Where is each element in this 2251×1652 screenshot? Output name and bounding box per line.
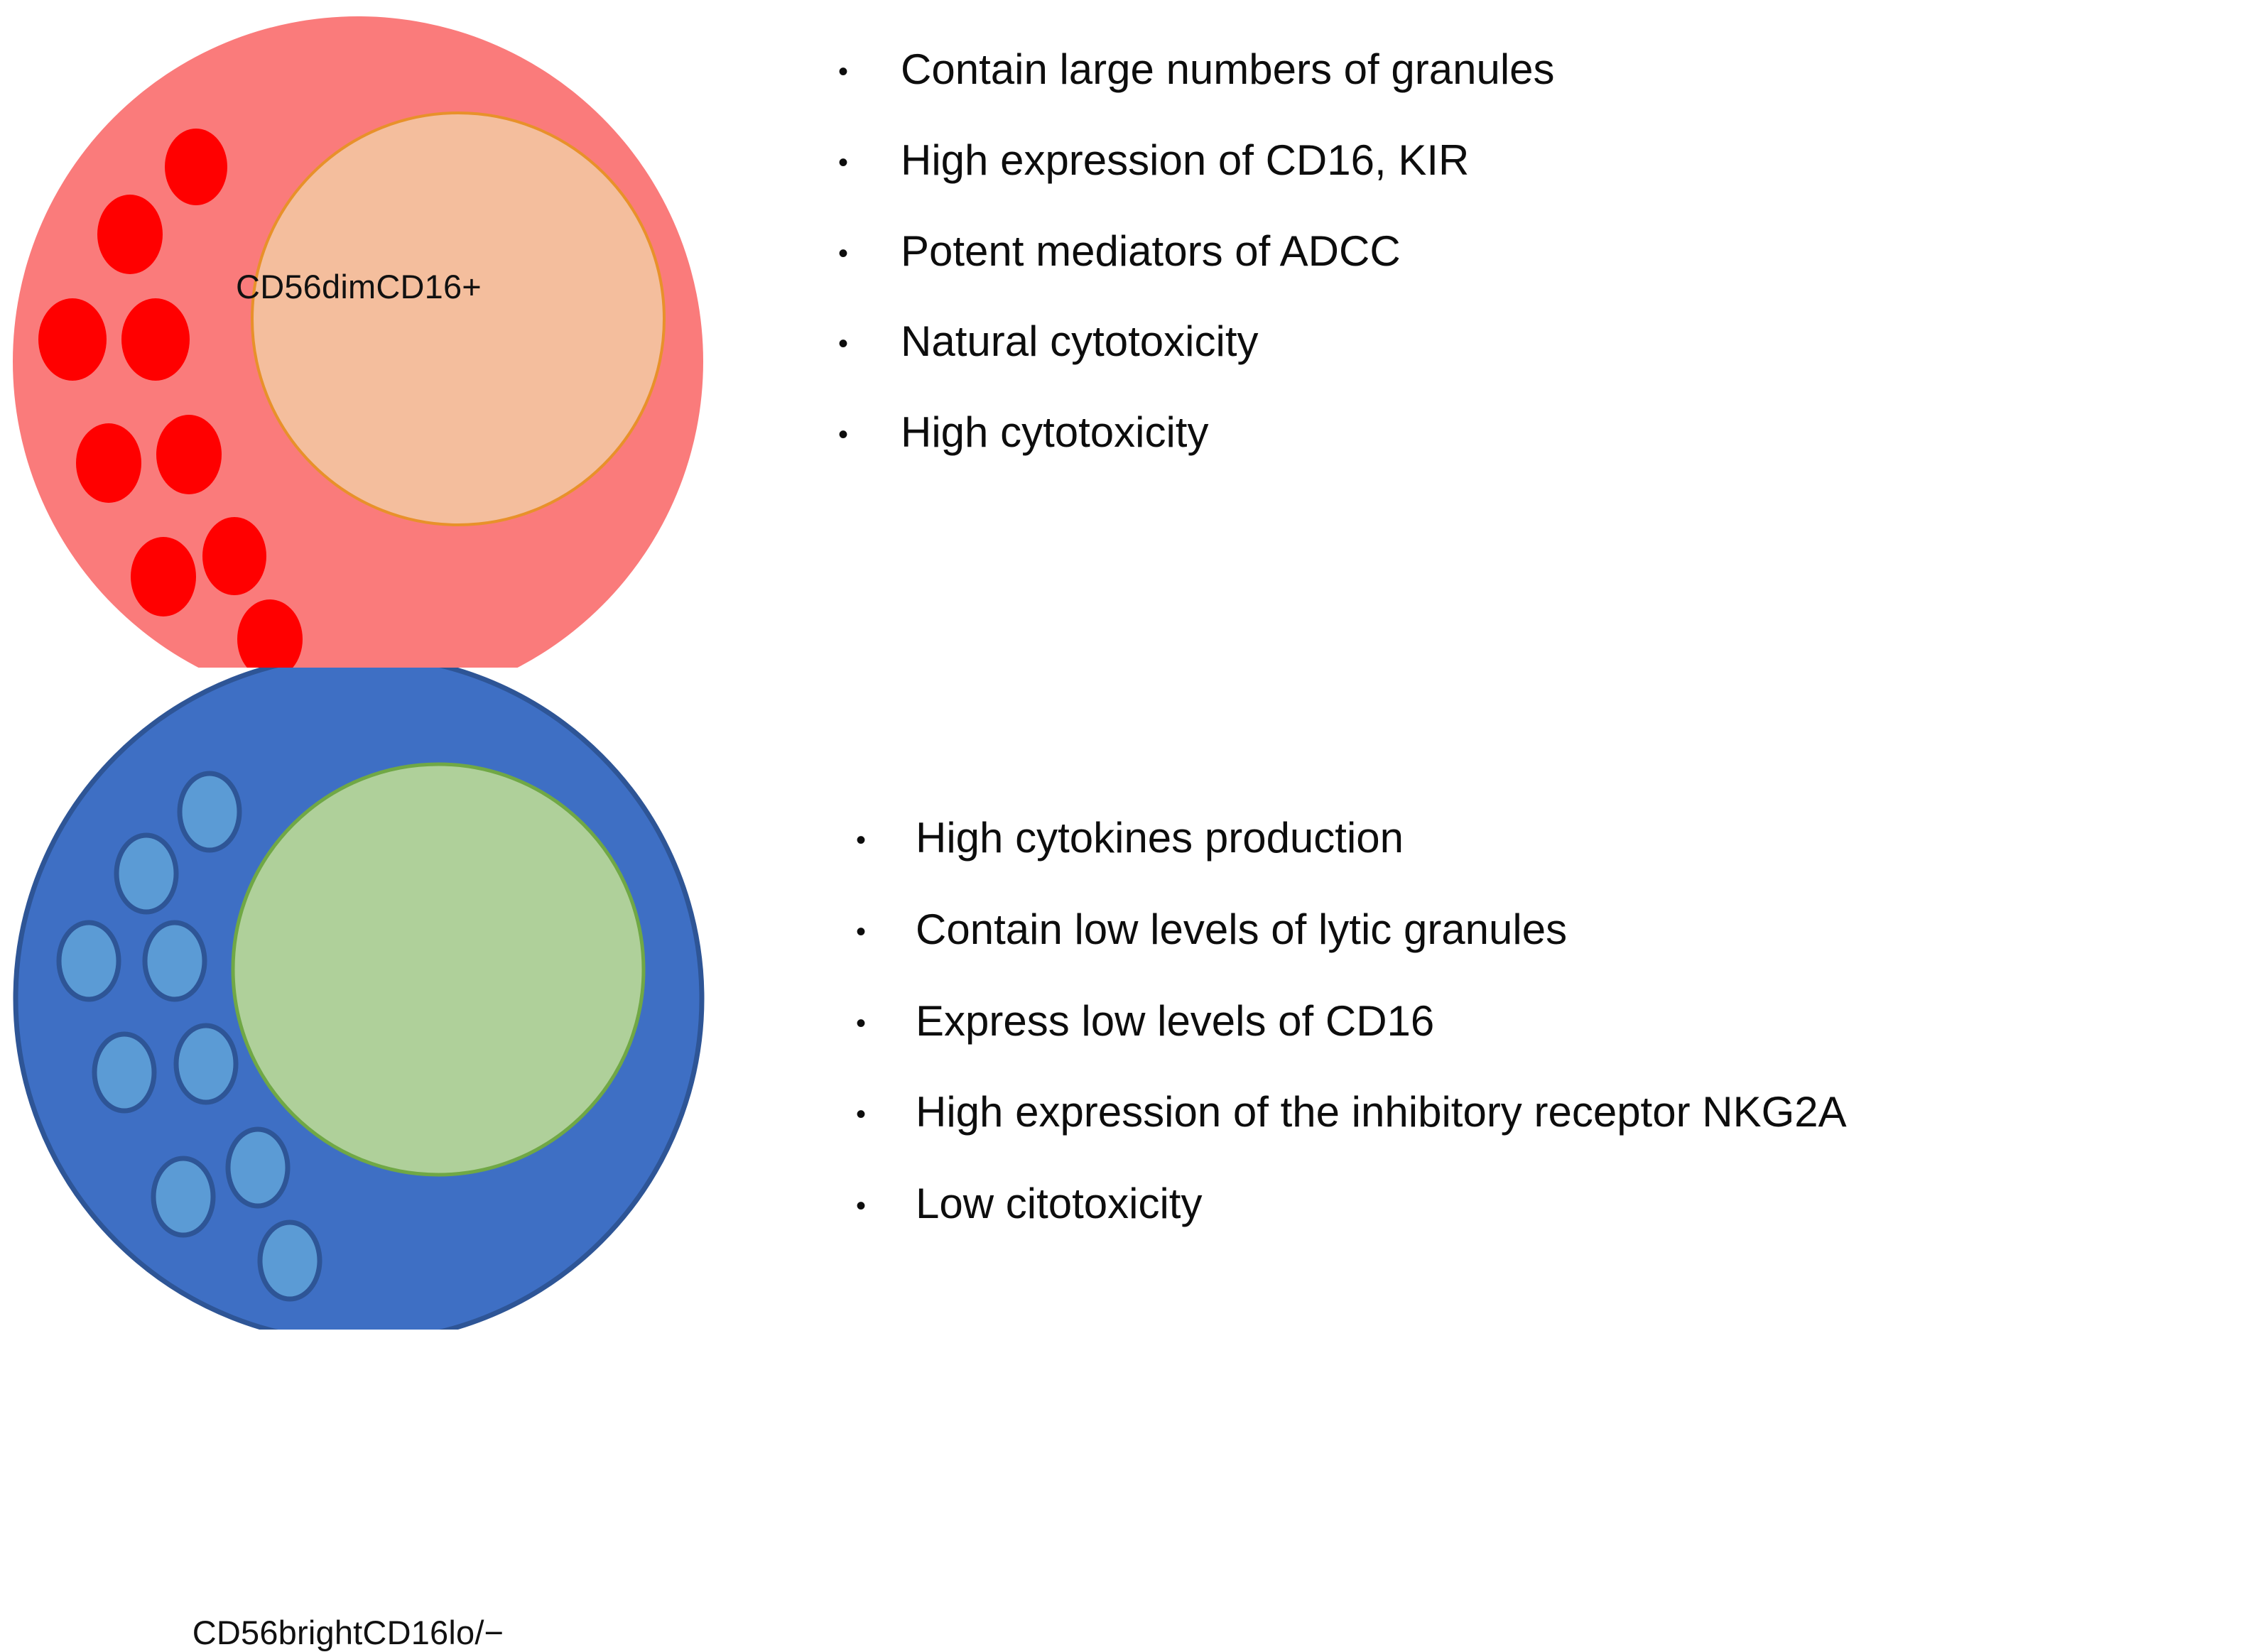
cd56bright-feature-list: • High cytokines production • Contain lo… — [856, 815, 2248, 1273]
granule — [202, 517, 266, 595]
list-item-label: Potent mediators of ADCC — [901, 229, 2230, 275]
cd56dim-cell-graphic — [0, 0, 774, 668]
granule — [145, 923, 205, 999]
list-item-label: Express low levels of CD16 — [916, 999, 2248, 1045]
bullet-icon: • — [838, 420, 901, 449]
list-item: • Contain large numbers of granules — [838, 47, 2230, 93]
list-item-label: High expression of CD16, KIR — [901, 138, 2230, 184]
list-item-label: Low citotoxicity — [916, 1181, 2248, 1227]
granule — [97, 195, 163, 274]
list-item: • High expression of CD16, KIR — [838, 138, 2230, 184]
granule — [94, 1034, 154, 1111]
list-item: • Potent mediators of ADCC — [838, 229, 2230, 275]
list-item-label: Natural cytotoxicity — [901, 319, 2230, 365]
list-item: • Contain low levels of lytic granules — [856, 907, 2248, 953]
bullet-icon: • — [856, 1192, 916, 1220]
cd56bright-cell-graphic — [0, 668, 774, 1330]
granule — [180, 773, 239, 850]
bullet-icon: • — [838, 239, 901, 268]
granule — [165, 129, 227, 205]
list-item: • Express low levels of CD16 — [856, 999, 2248, 1045]
bullet-icon: • — [856, 918, 916, 946]
list-item: • High cytotoxicity — [838, 410, 2230, 456]
cd56bright-nucleus — [233, 764, 644, 1175]
bullet-icon: • — [838, 148, 901, 177]
nk-cell-subsets-figure: CD56dimCD16+ • Contain large numbers of … — [0, 0, 2251, 1330]
list-item-label: Contain large numbers of granules — [901, 47, 2230, 93]
granule — [153, 1158, 213, 1235]
granule — [228, 1129, 288, 1206]
list-item: • High expression of the inhibitory rece… — [856, 1089, 2248, 1136]
list-item-label: Contain low levels of lytic granules — [916, 907, 2248, 953]
bullet-icon: • — [856, 826, 916, 854]
list-item: • Natural cytotoxicity — [838, 319, 2230, 365]
bullet-icon: • — [838, 58, 901, 86]
bullet-icon: • — [838, 330, 901, 358]
granule — [76, 423, 141, 503]
cd56dim-feature-list: • Contain large numbers of granules • Hi… — [838, 47, 2230, 456]
granule — [260, 1222, 320, 1299]
granule — [121, 298, 190, 381]
bullet-icon: • — [856, 1100, 916, 1129]
list-item: • High cytokines production — [856, 815, 2248, 862]
granule — [176, 1026, 236, 1102]
cd56bright-cell-panel: CD56brightCD16lo/− — [0, 668, 774, 1330]
granule — [131, 537, 196, 616]
granule — [38, 298, 107, 381]
granule — [116, 835, 176, 912]
list-item-label: High cytokines production — [916, 815, 2248, 862]
list-item-label: High expression of the inhibitory recept… — [916, 1089, 2248, 1136]
granule — [156, 415, 222, 494]
cd56dim-nucleus — [252, 113, 664, 525]
cd56dim-cell-panel: CD56dimCD16+ — [0, 0, 774, 668]
bullet-icon: • — [856, 1009, 916, 1038]
list-item-label: High cytotoxicity — [901, 410, 2230, 456]
cd56bright-nucleus-label: CD56brightCD16lo/− — [107, 1613, 590, 1652]
list-item: • Low citotoxicity — [856, 1181, 2248, 1227]
